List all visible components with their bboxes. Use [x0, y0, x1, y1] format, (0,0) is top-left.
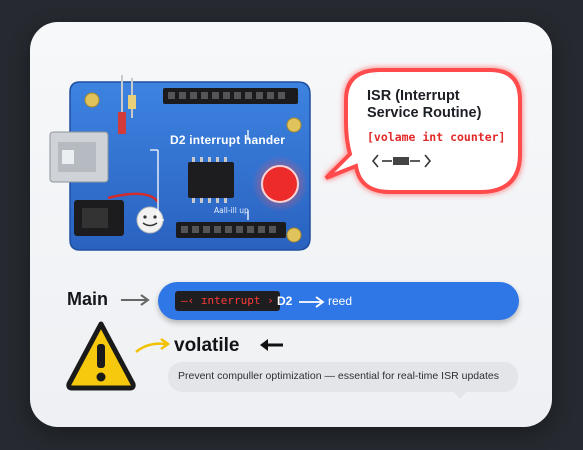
- capacitor: [128, 95, 136, 109]
- isr-title: ISR (Interrupt Service Routine): [367, 88, 482, 121]
- isr-speech-bubble: [324, 68, 522, 194]
- resistor: [118, 112, 126, 134]
- volatile-label: volatile: [174, 335, 240, 356]
- pullup-label: Aall-ill up: [214, 206, 249, 215]
- interrupt-chip: –‹ ɪnterrupt ›: [175, 291, 280, 311]
- main-label: Main: [67, 289, 109, 309]
- mount-hole: [286, 227, 302, 243]
- note-tail: [452, 390, 468, 399]
- arrow-right-icon: [121, 294, 150, 306]
- interrupt-button[interactable]: [261, 165, 299, 203]
- microcontroller-chip: [188, 162, 234, 198]
- volatile-note-text: Prevent compuller optimization — essenti…: [178, 370, 499, 382]
- volatile-note-bubble: [168, 362, 518, 392]
- long-arrow-right-icon: [299, 296, 325, 308]
- resistor-glyph-icon: [372, 154, 432, 168]
- warning-icon: [66, 321, 136, 391]
- flow-reed-label: reed: [328, 294, 353, 308]
- flow-d2-label: D2: [277, 294, 293, 308]
- isr-code-line: [volame int counter]: [367, 130, 506, 144]
- d2-interrupt-label: D2 interrupt hander: [170, 133, 286, 147]
- mount-hole: [84, 92, 100, 108]
- mount-hole: [286, 117, 302, 133]
- arduino-board: [49, 75, 311, 251]
- curved-arrow-icon: [135, 337, 171, 353]
- arrow-left-icon: [260, 339, 283, 351]
